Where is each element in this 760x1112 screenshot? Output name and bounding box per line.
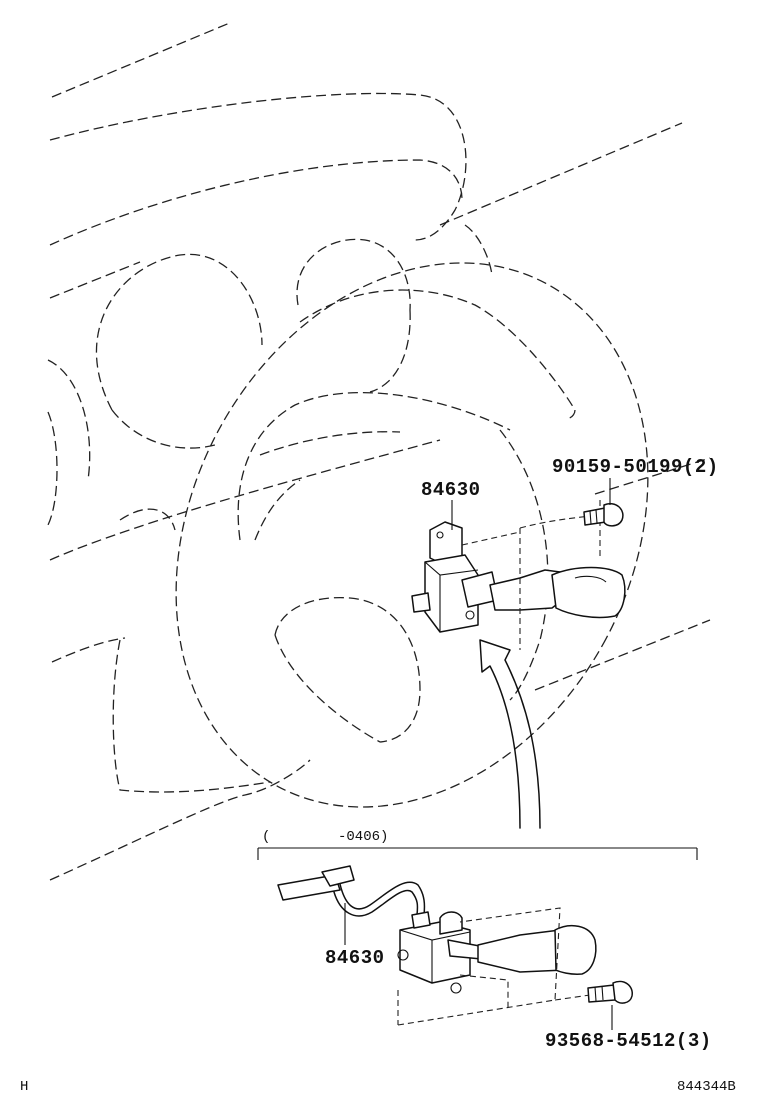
figure-id: 844344B — [677, 1079, 736, 1095]
part-number-switch-inset: 84630 — [325, 947, 385, 969]
part-number-switch: 84630 — [421, 479, 481, 501]
range-code: -0406) — [338, 829, 388, 845]
dashboard-outline — [47, 21, 711, 881]
steering-wheel — [175, 262, 649, 808]
inset-bracket — [257, 847, 698, 860]
corner-mark: H — [20, 1079, 28, 1095]
leader-lines — [451, 478, 611, 650]
inset-bolt-icon — [587, 980, 633, 1030]
range-open-paren: ( — [262, 829, 270, 845]
inset-switch-assembly — [277, 865, 597, 1026]
instrument-gauges — [47, 238, 411, 481]
arrow-up-icon — [479, 639, 541, 829]
switch-assembly-84630 — [411, 521, 626, 633]
part-number-bolt-inset: 93568-54512(3) — [545, 1030, 712, 1052]
part-number-bolt: 90159-50199(2) — [552, 456, 719, 478]
bolt-icon — [519, 500, 624, 560]
